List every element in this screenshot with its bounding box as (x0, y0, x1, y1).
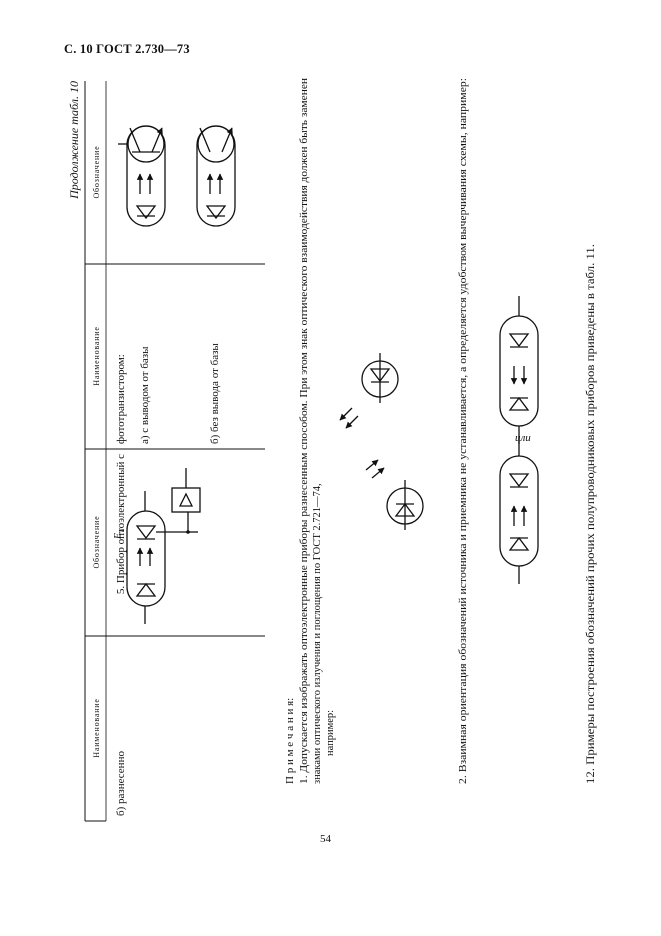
note-1-line-3: например: (325, 710, 336, 756)
notes-heading: П р и м е ч а н и я: (284, 698, 296, 784)
orientation-example-2 (499, 296, 539, 444)
note-1-line-1: 1. Допускается изображать оптоэлектронны… (299, 78, 310, 784)
row-phototransistor-1: 5. Прибор оптоэлектронный с (115, 454, 127, 594)
column-header-symbol-2: Обозначение (92, 145, 101, 198)
row-without-base: б) без вывода от базы (209, 343, 221, 444)
orientation-example-1 (499, 436, 539, 584)
photo-emf-subscript: п (118, 528, 126, 532)
note-1-line-2: знаками оптического излучения и поглощен… (312, 483, 323, 784)
optocoupler-separated-symbol (126, 468, 201, 624)
column-header-symbol: Обозначение (92, 515, 101, 568)
separated-emitter-receiver-example (339, 353, 424, 530)
page-header: С. 10 ГОСТ 2.730—73 (64, 42, 190, 56)
notes-section: П р и м е ч а н и я: 1. Допускается изоб… (284, 78, 336, 784)
row-separated: б) разнесенно (115, 751, 127, 816)
phototransistor-without-base-symbol (196, 125, 236, 227)
column-header-name-2: Наименование (92, 326, 101, 385)
row-with-base: а) с выводом от базы (139, 346, 151, 444)
note-2: 2. Взаимная ориентация обозначений источ… (458, 78, 469, 784)
or-label: или (515, 432, 531, 444)
phototransistor-with-base-symbol (118, 125, 166, 227)
table-title: Продолжение табл. 10 (67, 81, 81, 200)
paragraph-12: 12. Примеры построения обозначений прочи… (585, 244, 597, 784)
column-header-name: Наименование (92, 698, 101, 757)
row-phototransistor-2: фототранзистором: (115, 354, 127, 444)
page-number: 54 (320, 833, 331, 845)
continuation-table: Продолжение табл. 10 Наименование Обозна… (67, 81, 265, 822)
photo-emf-label: E (113, 533, 124, 540)
